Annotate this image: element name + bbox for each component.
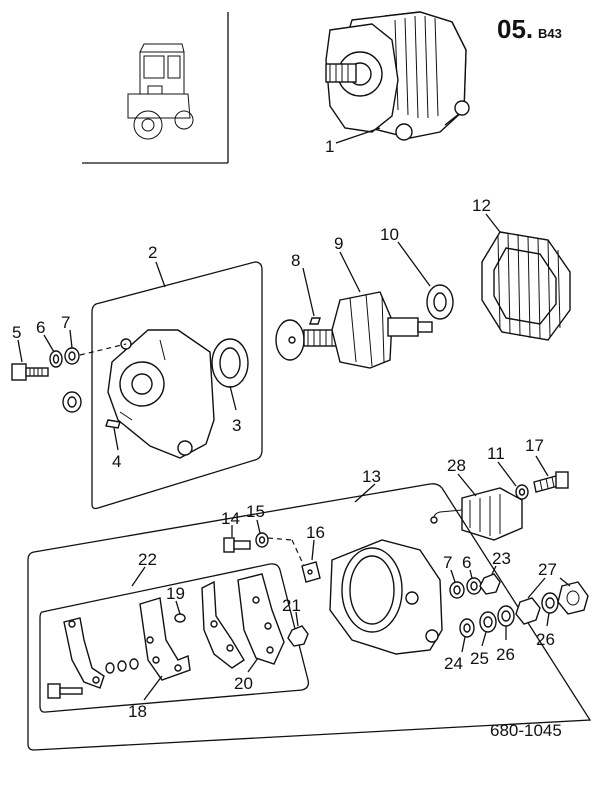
callout-21: 21 <box>282 596 301 615</box>
callout-25: 25 <box>470 649 489 668</box>
part-16-bracket: 16 <box>301 523 325 583</box>
part-17-bolt: 17 <box>525 436 569 493</box>
callout-2: 2 <box>148 243 157 262</box>
part-2-drive-end-bracket: 2 3 4 <box>91 243 263 510</box>
drawing-number: 680-1045 <box>490 721 562 740</box>
callout-12: 12 <box>472 196 491 215</box>
callout-14: 14 <box>221 509 240 528</box>
part-22-rectifier-group: 22 19 21 20 18 <box>39 550 310 721</box>
callout-17: 17 <box>525 436 544 455</box>
part-13-slip-ring-end-group: 13 <box>27 467 592 751</box>
callout-19: 19 <box>166 584 185 603</box>
callout-7: 7 <box>61 313 70 332</box>
callout-27: 27 <box>538 560 557 579</box>
part-9-rotor: 9 <box>275 234 433 369</box>
callout-16: 16 <box>306 523 325 542</box>
part-12-stator: 12 <box>472 196 571 341</box>
callout-9: 9 <box>334 234 343 253</box>
callout-15: 15 <box>246 502 265 521</box>
callout-7-terminal: 7 <box>443 553 452 572</box>
callout-10: 10 <box>380 225 399 244</box>
callout-26: 26 <box>496 645 515 664</box>
callout-24: 24 <box>444 654 463 673</box>
callout-6: 6 <box>36 318 45 337</box>
callout-22: 22 <box>138 550 157 569</box>
callout-20: 20 <box>234 674 253 693</box>
part-10-bearing: 10 <box>380 225 454 320</box>
parts-5-6-7-bolt-set: 5 6 7 <box>11 313 127 413</box>
callout-23: 23 <box>492 549 511 568</box>
part-28-regulator: 28 <box>430 456 523 541</box>
page-code: 05. B43 <box>497 14 562 44</box>
callout-4: 4 <box>112 452 121 471</box>
callout-28: 28 <box>447 456 466 475</box>
callout-1: 1 <box>325 137 334 156</box>
part-11-washer: 11 <box>487 444 529 500</box>
callout-6-terminal: 6 <box>462 553 471 572</box>
tractor-location-thumbnail <box>82 12 229 164</box>
parts-24-27-terminal-hardware: 24 25 26 26 27 <box>444 560 589 673</box>
page-code-sub: B43 <box>538 26 562 41</box>
part-14-bolt: 14 <box>221 509 251 553</box>
callout-3: 3 <box>232 416 241 435</box>
page-code-main: 05. <box>497 14 533 44</box>
parts-7-6-23-terminal-hardware: 7 6 23 <box>443 549 511 599</box>
callout-18: 18 <box>128 702 147 721</box>
callout-5: 5 <box>12 323 21 342</box>
part-8-key: 8 <box>291 251 321 325</box>
callout-13: 13 <box>362 467 381 486</box>
callout-11: 11 <box>487 444 505 463</box>
callout-26-second: 26 <box>536 630 555 649</box>
part-1-alternator-assembly: 1 <box>325 11 470 156</box>
part-15-washer: 15 <box>246 502 305 567</box>
callout-8: 8 <box>291 251 300 270</box>
